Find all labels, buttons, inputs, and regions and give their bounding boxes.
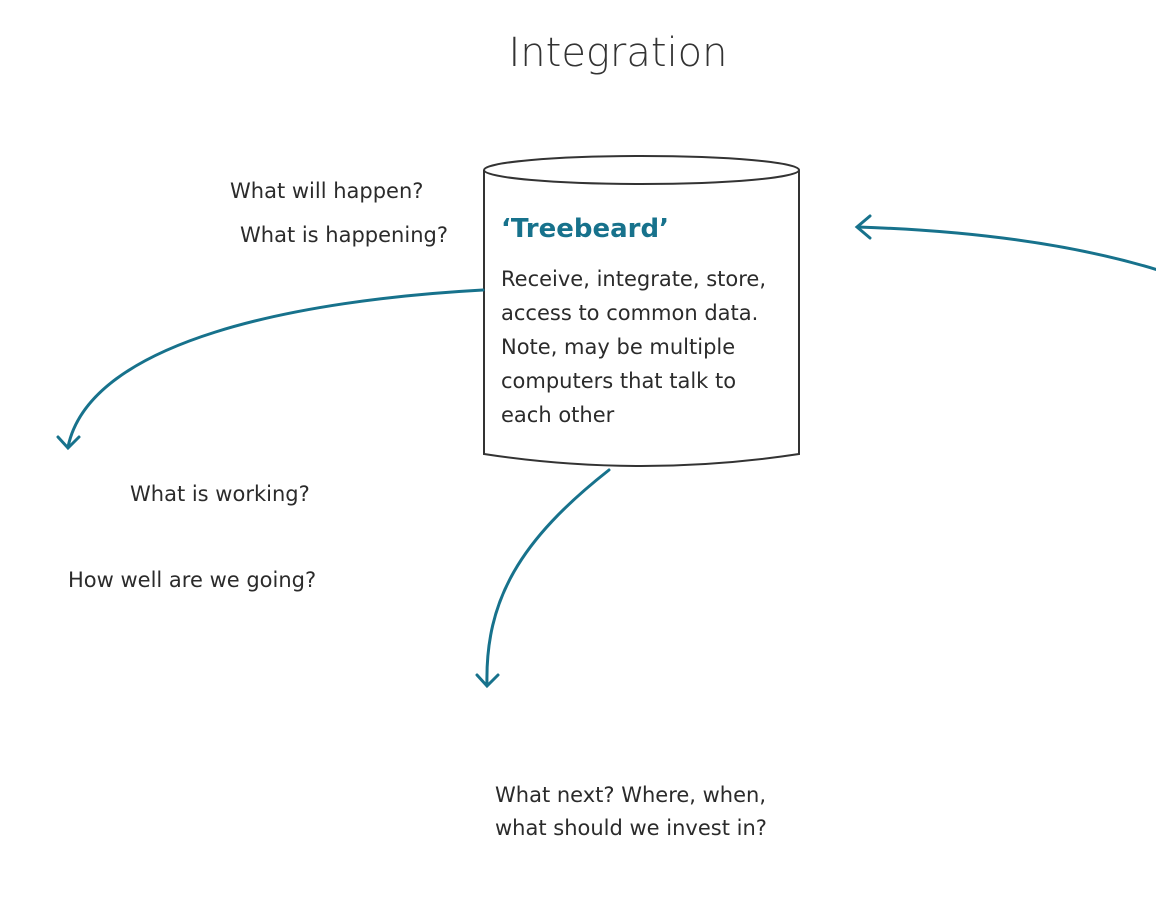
bottom-arrow [475, 468, 611, 689]
database-description: Receive, integrate, store, access to com… [501, 262, 801, 432]
cylinder-top [483, 155, 800, 185]
question-will-happen: What will happen? [230, 179, 424, 203]
description-line: Receive, integrate, store, [501, 267, 766, 291]
question-is-happening: What is happening? [240, 223, 448, 247]
left-arrow [56, 288, 485, 451]
cylinder-body [483, 170, 800, 467]
question-what-next: What next? Where, when, what should we i… [495, 779, 815, 845]
incoming-arrow [854, 214, 1156, 271]
diagram-title: Integration [508, 30, 728, 76]
database-name: ‘Treebeard’ [501, 214, 669, 244]
question-how-well: How well are we going? [68, 568, 317, 592]
question-is-working: What is working? [130, 482, 310, 506]
description-line: computers that talk to [501, 369, 737, 393]
question-line: What next? Where, when, [495, 783, 767, 807]
description-line: access to common data. [501, 301, 759, 325]
description-line: Note, may be multiple [501, 335, 736, 359]
database-cylinder [483, 155, 800, 467]
question-line: what should we invest in? [495, 816, 767, 840]
description-line: each other [501, 403, 615, 427]
